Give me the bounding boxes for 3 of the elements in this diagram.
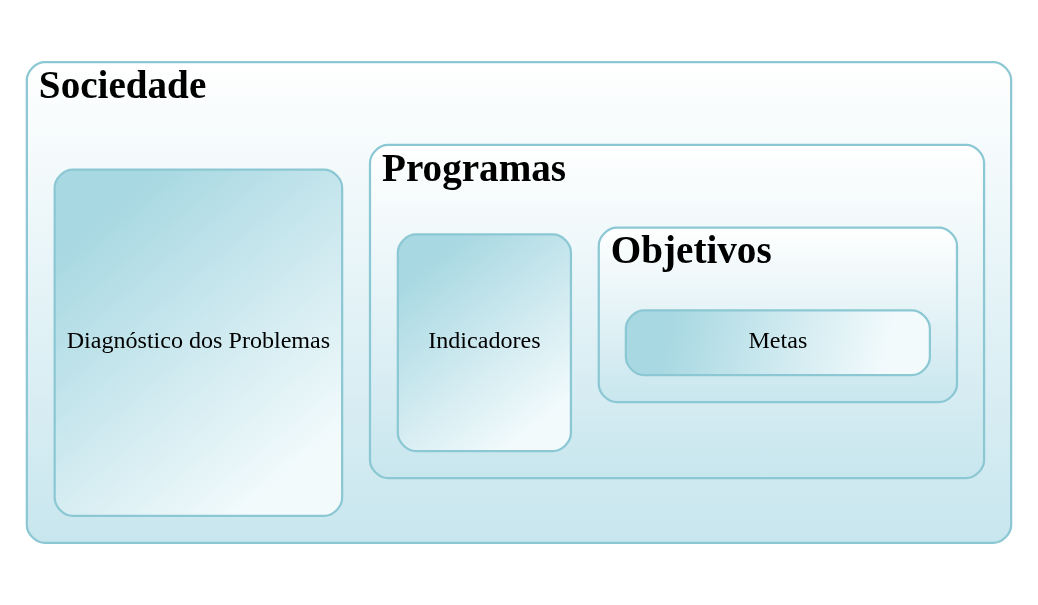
node-box: Indicadores [396, 233, 573, 453]
node-box: Diagnóstico dos Problemas [53, 168, 344, 517]
node-box: Metas [624, 309, 931, 377]
